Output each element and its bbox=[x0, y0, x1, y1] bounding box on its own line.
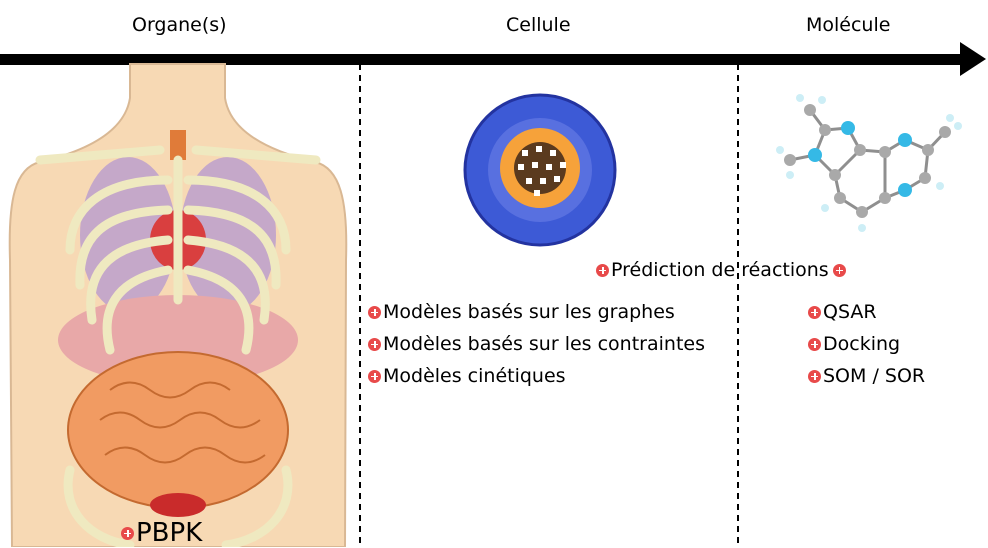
molecule-method-item: QSAR bbox=[808, 301, 877, 323]
plus-bullet-icon bbox=[596, 264, 609, 277]
molecule-method-text: QSAR bbox=[823, 301, 877, 323]
cell-method-item: Modèles basés sur les contraintes bbox=[368, 333, 705, 355]
organ-scale-label: Organe(s) bbox=[132, 14, 227, 36]
intestines bbox=[68, 352, 288, 508]
plus-bullet-icon bbox=[368, 370, 381, 383]
cell-method-item: Modèles cinétiques bbox=[368, 365, 566, 387]
plus-bullet-icon bbox=[808, 306, 821, 319]
cell-method-text: Modèles cinétiques bbox=[383, 365, 566, 387]
cell-method-item: Modèles basés sur les graphes bbox=[368, 301, 675, 323]
molecule-scale-label: Molécule bbox=[806, 14, 890, 36]
plus-bullet-icon bbox=[368, 338, 381, 351]
reaction-prediction-label: Prédiction de réactions bbox=[596, 259, 848, 281]
pbpk-text: PBPK bbox=[136, 518, 202, 548]
cell-method-text: Modèles basés sur les graphes bbox=[383, 301, 675, 323]
plus-bullet-icon bbox=[121, 527, 134, 540]
cell-method-text: Modèles basés sur les contraintes bbox=[383, 333, 705, 355]
plus-bullet-icon bbox=[368, 306, 381, 319]
molecule-method-text: Docking bbox=[823, 333, 900, 355]
molecule-atoms bbox=[776, 94, 962, 232]
bladder bbox=[150, 493, 206, 517]
plus-bullet-icon bbox=[833, 264, 846, 277]
pbpk-label: PBPK bbox=[121, 518, 202, 548]
molecule-method-text: SOM / SOR bbox=[823, 365, 925, 387]
torso-illustration bbox=[10, 64, 347, 547]
scale-arrow-head bbox=[960, 42, 986, 76]
cell-scale-label: Cellule bbox=[506, 14, 571, 36]
cell-illustration bbox=[465, 95, 615, 245]
reaction-prediction-text: Prédiction de réactions bbox=[611, 259, 829, 281]
plus-bullet-icon bbox=[808, 338, 821, 351]
plus-bullet-icon bbox=[808, 370, 821, 383]
molecule-method-item: Docking bbox=[808, 333, 900, 355]
molecule-method-item: SOM / SOR bbox=[808, 365, 925, 387]
molecule-illustration bbox=[776, 94, 962, 232]
